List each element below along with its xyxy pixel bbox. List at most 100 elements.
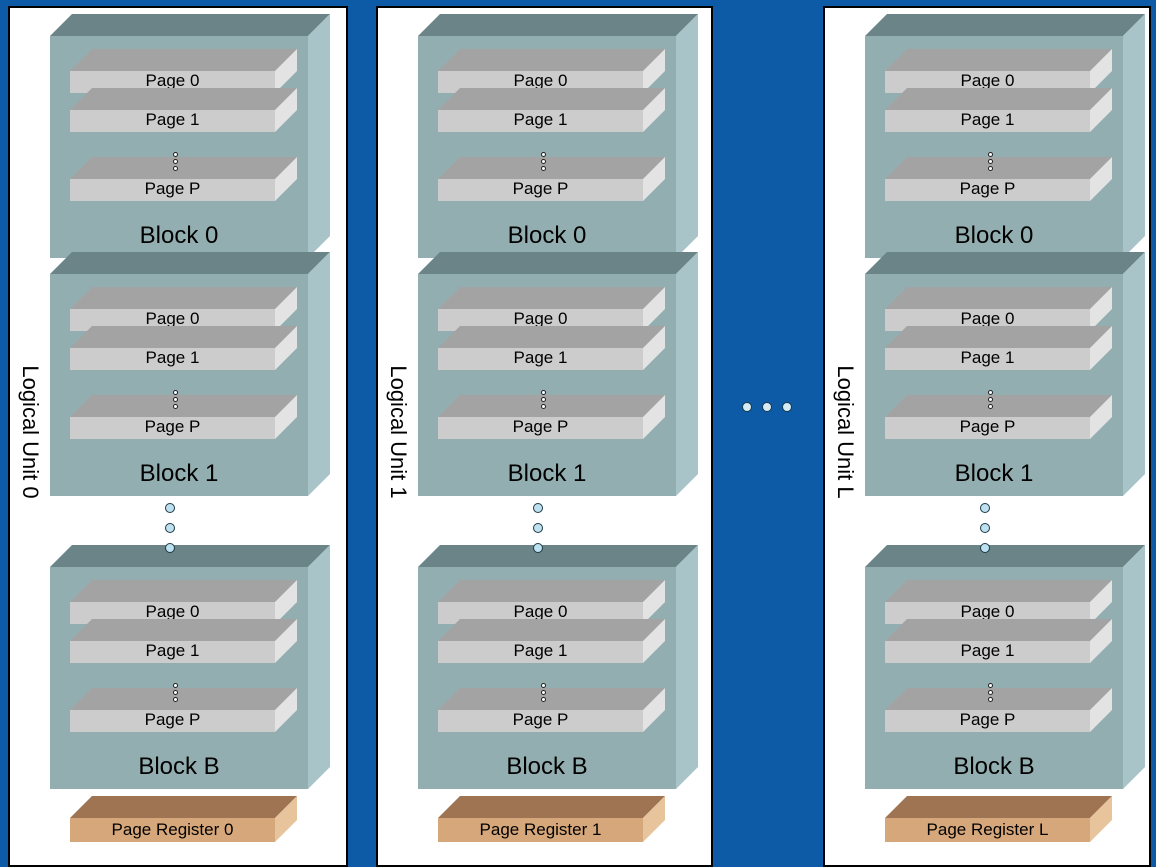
page-box-top-face (885, 619, 1112, 641)
page-box (438, 395, 665, 439)
page-box-front-face (70, 179, 275, 201)
block-ellipsis-dot (980, 523, 990, 533)
page-box-side-face (643, 287, 665, 331)
block-box-side-face (1123, 545, 1145, 789)
page-box-side-face (643, 88, 665, 132)
page-label: Page 1 (145, 641, 200, 660)
page-label: Page 0 (960, 71, 1015, 90)
page-box (70, 619, 297, 663)
page-box (70, 157, 297, 201)
page-box-top-face (438, 580, 665, 602)
page-box-front-face (885, 710, 1090, 732)
block-ellipsis-dot (165, 523, 175, 533)
page-box (70, 395, 297, 439)
page-ellipsis-dot (988, 152, 993, 157)
block-box-side-face (308, 14, 330, 258)
block-box-top-face (418, 545, 698, 567)
page-ellipsis-dot (988, 690, 993, 695)
page-label: Page 1 (513, 110, 568, 129)
page-label: Page 1 (513, 641, 568, 660)
page-box-side-face (275, 395, 297, 439)
block-ellipsis-dot (533, 503, 543, 513)
page: Page P (70, 395, 300, 441)
page-ellipsis-dot (541, 690, 546, 695)
page-label: Page 1 (513, 348, 568, 367)
page-register-label: Page Register L (926, 820, 1049, 839)
block-label: Block 1 (139, 460, 219, 487)
page-ellipsis-dot (173, 152, 178, 157)
page-box-top-face (70, 688, 297, 710)
page-register-label: Page Register 0 (111, 820, 234, 839)
page-label: Page 1 (960, 641, 1015, 660)
page-register-box-side-face (1090, 796, 1112, 842)
page-box-top-face (885, 580, 1112, 602)
page: Page P (438, 688, 668, 734)
page-box-top-face (885, 326, 1112, 348)
page-box (70, 580, 297, 624)
block-ellipsis-dot (533, 543, 543, 553)
page: Page 1 (885, 88, 1115, 134)
page-box-top-face (70, 287, 297, 309)
page: Page 0 (70, 580, 300, 626)
page-box-top-face (885, 88, 1112, 110)
logical-unit-label: Logical Unit L (833, 365, 858, 499)
page-box-front-face (70, 348, 275, 370)
block-label: Block 1 (507, 460, 587, 487)
page-label: Page P (144, 710, 201, 729)
block-box-side-face (308, 545, 330, 789)
page: Page 0 (70, 287, 300, 333)
page-ellipsis-dot (541, 397, 546, 402)
page-box (885, 326, 1112, 370)
page: Page 1 (438, 326, 668, 372)
page-ellipsis-dot (988, 683, 993, 688)
page-ellipsis-dot (988, 166, 993, 171)
page-box (438, 287, 665, 331)
page-box-front-face (438, 110, 643, 132)
page: Page 1 (438, 88, 668, 134)
page-box (885, 580, 1112, 624)
logical-unit-ellipsis-dot (782, 402, 792, 412)
block-ellipsis-dot (165, 503, 175, 513)
page-box-top-face (885, 49, 1112, 71)
page-box-top-face (70, 326, 297, 348)
page-box-side-face (643, 619, 665, 663)
page-ellipsis-dot (173, 404, 178, 409)
page-box-front-face (438, 179, 643, 201)
page-box-top-face (438, 287, 665, 309)
page: Page P (885, 157, 1115, 203)
page: Page 1 (70, 88, 300, 134)
page-register-box-top-face (438, 796, 665, 818)
page-ellipsis-dot (541, 683, 546, 688)
page-register-box (885, 796, 1112, 842)
block-box-top-face (865, 252, 1145, 274)
block-label: Block B (138, 753, 220, 780)
page-box-top-face (438, 619, 665, 641)
page-box-front-face (885, 110, 1090, 132)
page-label: Page 1 (960, 110, 1015, 129)
page-box (885, 619, 1112, 663)
page-box-top-face (438, 326, 665, 348)
page-box (438, 619, 665, 663)
page: Page 1 (885, 619, 1115, 665)
page-box-front-face (70, 417, 275, 439)
page-box-side-face (1090, 88, 1112, 132)
page: Page 1 (885, 326, 1115, 372)
page-register-box-front-face (438, 818, 643, 842)
page: Page 0 (438, 287, 668, 333)
page-ellipsis-dot (541, 697, 546, 702)
page-ellipsis-dot (541, 152, 546, 157)
block-box-side-face (308, 252, 330, 496)
block-box-side-face (1123, 252, 1145, 496)
page-ellipsis-dot (988, 397, 993, 402)
page-box-front-face (438, 641, 643, 663)
page-box (885, 688, 1112, 732)
page-label: Page P (144, 179, 201, 198)
page-box-top-face (885, 157, 1112, 179)
page-box-side-face (643, 157, 665, 201)
page-box (885, 88, 1112, 132)
page-label: Page 0 (145, 602, 200, 621)
